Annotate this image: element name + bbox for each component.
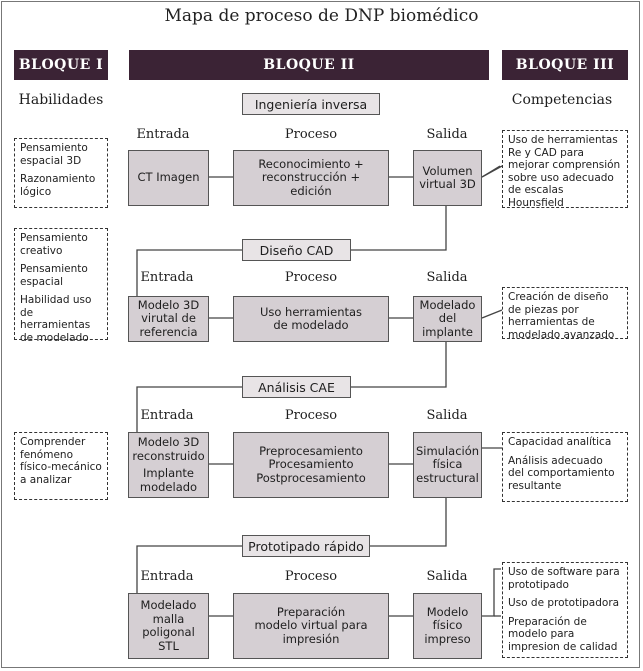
loop-line — [351, 497, 447, 547]
label-salida: Salida — [426, 408, 468, 423]
label-proceso: Proceso — [284, 569, 338, 584]
box-line: del — [438, 311, 457, 326]
loop-line — [136, 545, 242, 593]
label-proceso: Proceso — [284, 408, 338, 423]
box-line: virtual 3D — [419, 177, 476, 191]
output-box: Simulación física estructural — [413, 432, 482, 498]
input-box: Modelado malla poligonal STL — [128, 593, 209, 659]
box-line: Modelo 3D — [137, 435, 200, 449]
output-box: Modelo físico impreso — [413, 593, 482, 659]
box-line: virutal de — [141, 311, 196, 326]
competencies-box: Capacidad analítica Análisis adecuado de… — [502, 432, 628, 502]
label-salida: Salida — [426, 569, 468, 584]
bloque-3-header: BLOQUE III — [502, 50, 628, 80]
box-line: reconstrucción + — [261, 170, 361, 185]
box-line: Modelo 3D — [137, 297, 200, 312]
competencies-box: Creación de diseño de piezas por herrami… — [502, 287, 628, 341]
box-line: modelado — [139, 479, 198, 494]
box-line: Reconocimiento + — [258, 156, 364, 171]
competency-item: Preparación de modelo para impresion de … — [508, 615, 618, 653]
label-entrada: Entrada — [136, 127, 190, 142]
skill-item: Pensamiento espacial 3D — [20, 142, 88, 167]
stage-prototipado-rapido: Prototipado rápido — [242, 535, 370, 557]
box-line: física — [432, 457, 463, 472]
box-line: Implante — [142, 466, 194, 480]
competency-item: Análisis adecuado del comportamiento res… — [508, 454, 615, 492]
competency-item: Uso de software para prototipado — [508, 566, 620, 591]
box-line: Simulación — [415, 443, 480, 458]
box-line: Procesamiento — [268, 457, 354, 472]
box-line: edición — [290, 183, 332, 198]
label-salida: Salida — [426, 270, 468, 285]
competencies-box: Uso de software para prototipado Uso de … — [502, 562, 628, 658]
skills-box: Pensamiento creativo Pensamiento espacia… — [14, 228, 108, 344]
process-box: Preprocesamiento Procesamiento Postproce… — [233, 432, 389, 498]
box-line: de modelado — [273, 318, 349, 332]
box-line: referencia — [139, 324, 198, 339]
skill-item: Pensamiento espacial — [20, 263, 88, 288]
box-line: reconstruido — [132, 448, 205, 463]
stage-ingenieria-inversa: Ingeniería inversa — [242, 93, 380, 115]
box-line: Modelado — [140, 598, 197, 612]
skill-item: Razonamiento lógico — [20, 173, 96, 198]
loop-line — [351, 205, 447, 251]
box-line: CT Imagen — [137, 170, 200, 185]
box-line: estructural — [416, 470, 479, 485]
process-box: Reconocimiento + reconstrucción + edició… — [233, 150, 389, 206]
box-line: impresión — [282, 631, 340, 646]
label-proceso: Proceso — [284, 270, 338, 285]
stage-diseno-cad: Diseño CAD — [242, 239, 351, 261]
habilidades-heading: Habilidades — [18, 92, 104, 108]
box-line: físico — [432, 618, 463, 633]
competency-item: Uso de prototipadora — [508, 597, 620, 609]
box-line: Modelado — [419, 297, 476, 312]
bloque-2-header: BLOQUE II — [129, 50, 489, 80]
box-line: Modelo — [426, 604, 469, 619]
competency-item: Capacidad analítica — [508, 436, 612, 448]
competency-link — [481, 309, 503, 319]
process-box: Preparación modelo virtual para impresió… — [233, 593, 389, 659]
box-line: modelo virtual para — [254, 618, 368, 633]
competencias-heading: Competencias — [511, 92, 613, 108]
label-entrada: Entrada — [140, 408, 194, 423]
page-title: Mapa de proceso de DNP biomédico — [164, 6, 479, 26]
box-line: implante — [422, 324, 473, 339]
process-box: Uso herramientas de modelado — [233, 296, 389, 342]
box-line: malla — [152, 611, 185, 626]
box-line: STL — [158, 638, 179, 653]
competency-item: Uso de herramientas Re y CAD para mejora… — [508, 134, 621, 209]
bloque-1-header: BLOQUE I — [14, 50, 108, 80]
label-entrada: Entrada — [140, 569, 194, 584]
competencies-box: Uso de herramientas Re y CAD para mejora… — [502, 130, 628, 209]
loop-line — [136, 249, 242, 296]
box-line: impreso — [424, 631, 471, 646]
output-box: Modelado del implante — [413, 296, 482, 342]
skill-item: Habilidad uso de herramientas de modelad… — [20, 294, 92, 344]
label-salida: Salida — [426, 127, 468, 142]
label-entrada: Entrada — [140, 270, 194, 285]
competency-bracket — [482, 568, 501, 617]
loop-line — [351, 340, 447, 388]
box-line: Preparación — [276, 604, 346, 619]
box-line: Preprocesamiento — [259, 443, 363, 458]
input-box: Modelo 3D reconstruido Implante modelado — [128, 432, 209, 498]
stage-analisis-cae: Análisis CAE — [242, 376, 351, 398]
loop-line — [136, 386, 242, 432]
input-box: Modelo 3D virutal de referencia — [128, 296, 209, 342]
skill-item: Comprender fenómeno físico-mecánico a an… — [20, 436, 102, 486]
box-line: Postprocesamiento — [256, 470, 366, 485]
box-line: poligonal — [142, 625, 195, 639]
box-line: Uso herramientas — [259, 304, 363, 319]
skill-item: Pensamiento creativo — [20, 232, 88, 257]
skills-box: Comprender fenómeno físico-mecánico a an… — [14, 432, 108, 500]
competency-item: Creación de diseño de piezas por herrami… — [508, 291, 615, 341]
input-box: CT Imagen — [128, 150, 209, 206]
output-box: Volumen virtual 3D — [413, 150, 482, 206]
label-proceso: Proceso — [284, 127, 338, 142]
skills-box: Pensamiento espacial 3D Razonamiento lóg… — [14, 138, 108, 208]
box-line: Volumen — [422, 163, 473, 178]
